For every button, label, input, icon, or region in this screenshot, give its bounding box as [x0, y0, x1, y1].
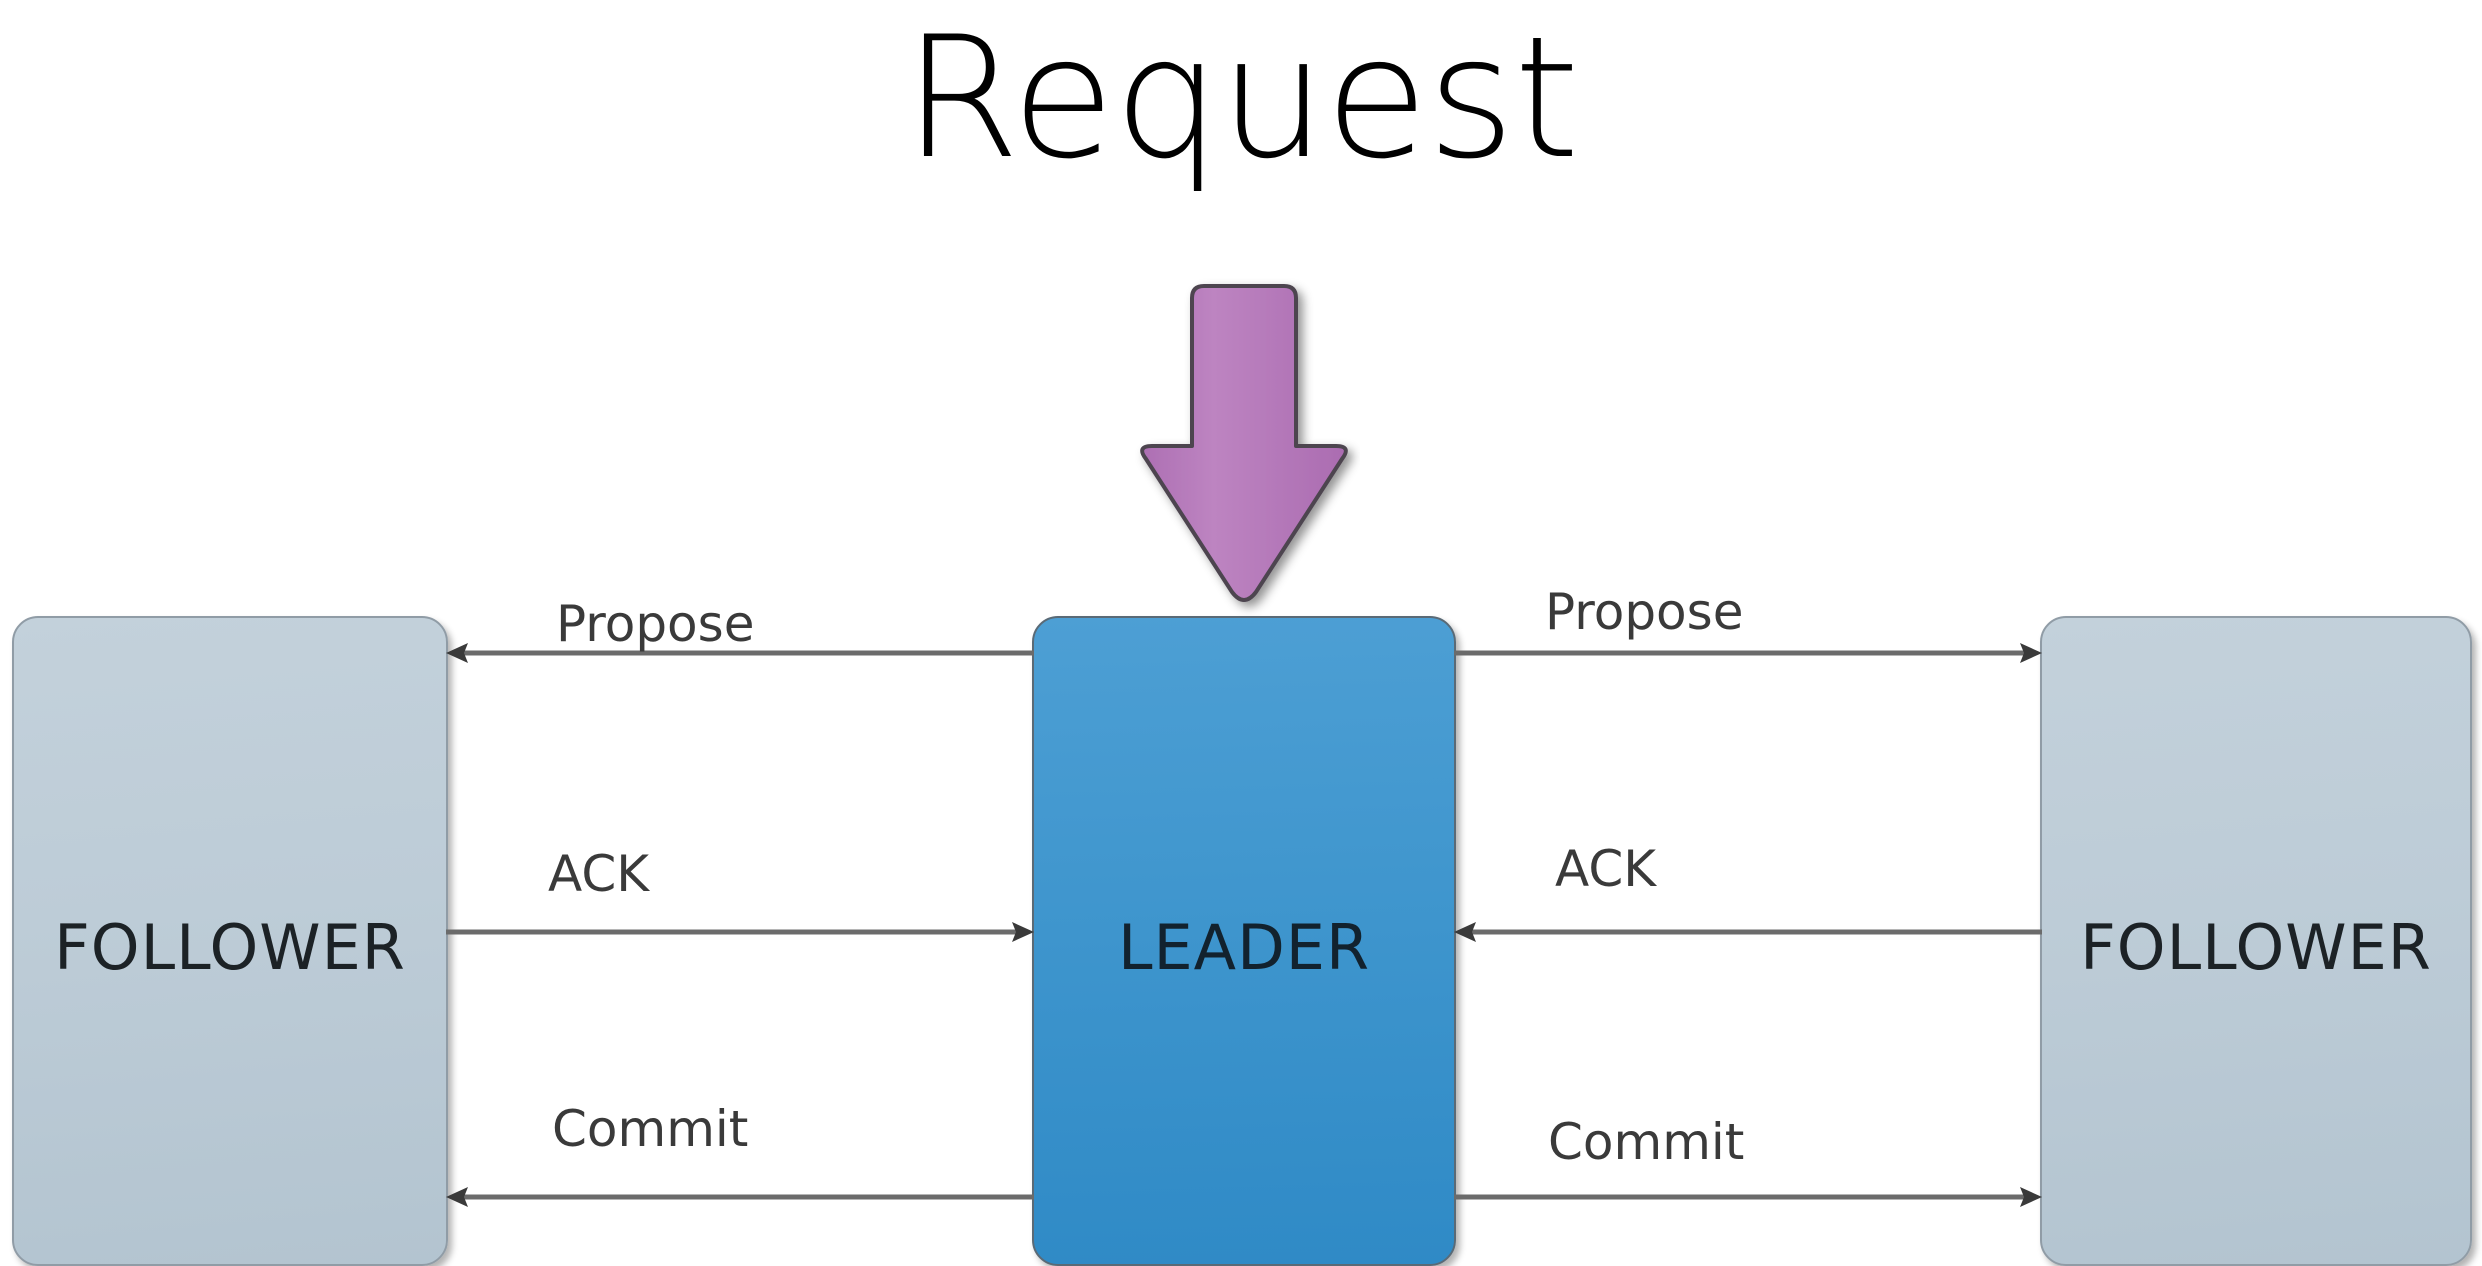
flow-label-ack-right: ACK	[1555, 840, 1657, 898]
node-leader[interactable]: LEADER	[1032, 616, 1456, 1266]
flow-arrow-commit-right	[1454, 1184, 2042, 1210]
request-arrow-icon	[1128, 268, 1360, 620]
flow-label-commit-right: Commit	[1548, 1113, 1745, 1171]
flow-label-propose-right: Propose	[1545, 583, 1744, 641]
flow-arrow-propose-left	[446, 640, 1034, 666]
flow-arrow-ack-left	[446, 919, 1034, 945]
flow-arrow-commit-left	[446, 1184, 1034, 1210]
node-follower-left[interactable]: FOLLOWER	[12, 616, 448, 1266]
node-label: FOLLOWER	[2080, 910, 2432, 984]
flow-label-commit-left: Commit	[552, 1100, 749, 1158]
node-follower-right[interactable]: FOLLOWER	[2040, 616, 2472, 1266]
flow-label-propose-left: Propose	[556, 595, 755, 653]
page-title: Request	[903, 0, 1579, 196]
flow-arrow-ack-right	[1454, 919, 2042, 945]
flow-arrow-propose-right	[1454, 640, 2042, 666]
node-label: FOLLOWER	[54, 910, 406, 984]
flow-label-ack-left: ACK	[548, 845, 650, 903]
node-label: LEADER	[1117, 910, 1371, 984]
